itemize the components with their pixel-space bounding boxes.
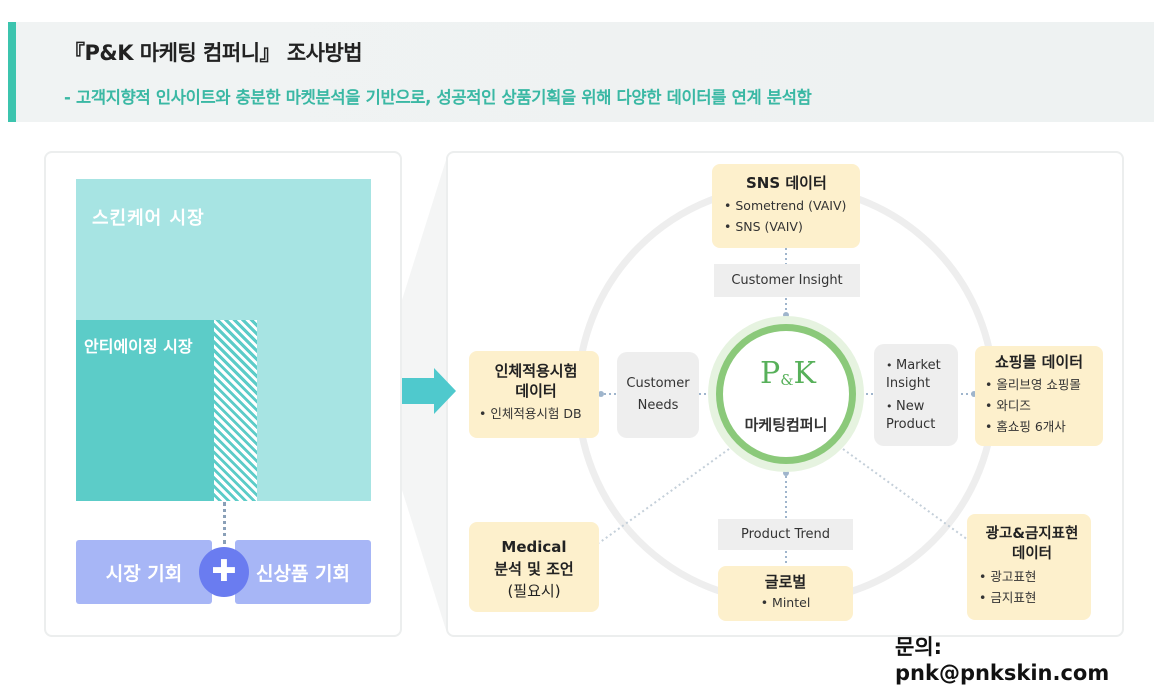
- medical-line1: Medical: [501, 538, 567, 556]
- market-opportunity-label: 시장 기회: [105, 562, 183, 585]
- customer-needs-line2: Needs: [637, 398, 679, 413]
- customer-needs-line1: Customer: [626, 376, 690, 391]
- product-trend-label: Product Trend: [740, 527, 831, 542]
- list-item: 홈쇼핑 6개사: [985, 416, 1097, 437]
- list-item: 와디즈: [985, 395, 1097, 416]
- medical-line2: 분석 및 조언: [494, 560, 574, 578]
- sns-data-title: SNS 데이터: [746, 174, 827, 192]
- list-item: 광고표현: [979, 566, 1085, 587]
- contact-info: 문의: pnk@pnkskin.com: [895, 635, 1110, 685]
- customer-insight-tag: Customer Insight: [714, 264, 860, 297]
- logo-letter-k: K: [793, 356, 816, 391]
- list-item: SNS (VAIV): [724, 216, 860, 237]
- page-subtitle: - 고객지향적 인사이트와 충분한 마켓분석을 기반으로, 성공적인 상품기획을…: [64, 88, 812, 107]
- shopping-mall-data-box: 쇼핑몰 데이터 올리브영 쇼핑몰 와디즈 홈쇼핑 6개사: [975, 346, 1103, 446]
- medical-advice-box: Medical 분석 및 조언 (필요시): [469, 522, 599, 612]
- list-item: 올리브영 쇼핑몰: [985, 374, 1097, 395]
- market-insight-tag: Market Insight New Product: [874, 344, 958, 446]
- antiaging-market-label: 안티에이징 시장: [84, 337, 193, 356]
- shopping-data-title: 쇼핑몰 데이터: [995, 353, 1084, 371]
- skincare-market-label: 스킨케어 시장: [92, 208, 205, 229]
- ad-data-title-line1: 광고&금지표현: [985, 526, 1079, 542]
- body-test-title-line1: 인체적용시험: [494, 362, 578, 380]
- right-arrow-icon: [402, 368, 456, 414]
- header-banner: 『P&K 마케팅 컴퍼니』 조사방법 - 고객지향적 인사이트와 충분한 마켓분…: [8, 22, 1154, 122]
- list-item: Mintel: [718, 592, 853, 613]
- sns-data-box: SNS 데이터 Sometrend (VAIV) SNS (VAIV): [712, 164, 860, 248]
- product-trend-tag: Product Trend: [718, 519, 853, 550]
- opportunity-hatch-block: [214, 320, 257, 501]
- logo-letter-p: P: [760, 356, 781, 391]
- shopping-data-list: 올리브영 쇼핑몰 와디즈 홈쇼핑 6개사: [985, 374, 1097, 437]
- new-product-opportunity-label: 신상품 기회: [255, 562, 350, 585]
- pk-logo: P&K: [760, 356, 816, 391]
- body-test-title-line2: 데이터: [515, 382, 557, 400]
- center-logo-circle: [716, 324, 856, 464]
- market-insight-item: Market Insight: [886, 357, 958, 393]
- global-data-list: Mintel: [718, 592, 853, 613]
- logo-ampersand: &: [780, 371, 794, 389]
- plus-icon: ✚: [199, 547, 249, 597]
- global-data-box: 글로벌 Mintel: [718, 566, 853, 621]
- ad-data-list: 광고표현 금지표현: [979, 566, 1085, 608]
- ad-data-title-line2: 데이터: [1011, 546, 1053, 562]
- list-item: Sometrend (VAIV): [724, 195, 860, 216]
- customer-insight-label: Customer Insight: [731, 273, 843, 288]
- global-data-title: 글로벌: [764, 573, 807, 591]
- new-product-opportunity-box: 신상품 기회: [235, 540, 371, 604]
- list-item: 인체적용시험 DB: [479, 403, 593, 424]
- medical-line3: (필요시): [507, 582, 561, 600]
- sns-data-list: Sometrend (VAIV) SNS (VAIV): [724, 195, 860, 237]
- market-opportunity-box: 시장 기회: [76, 540, 212, 604]
- body-test-list: 인체적용시험 DB: [479, 403, 593, 424]
- market-insight-list: Market Insight New Product: [886, 357, 958, 434]
- antiaging-market-block: [76, 320, 214, 501]
- ad-expression-data-box: 광고&금지표현 데이터 광고표현 금지표현: [967, 514, 1091, 620]
- list-item: 금지표현: [979, 587, 1085, 608]
- page-title: 『P&K 마케팅 컴퍼니』 조사방법: [64, 41, 363, 65]
- new-product-item: New Product: [886, 398, 958, 434]
- body-test-data-box: 인체적용시험 데이터 인체적용시험 DB: [469, 351, 599, 438]
- customer-needs-tag: Customer Needs: [617, 352, 699, 438]
- dotted-connector: [223, 502, 226, 544]
- center-company-name: 마케팅컴퍼니: [744, 416, 828, 434]
